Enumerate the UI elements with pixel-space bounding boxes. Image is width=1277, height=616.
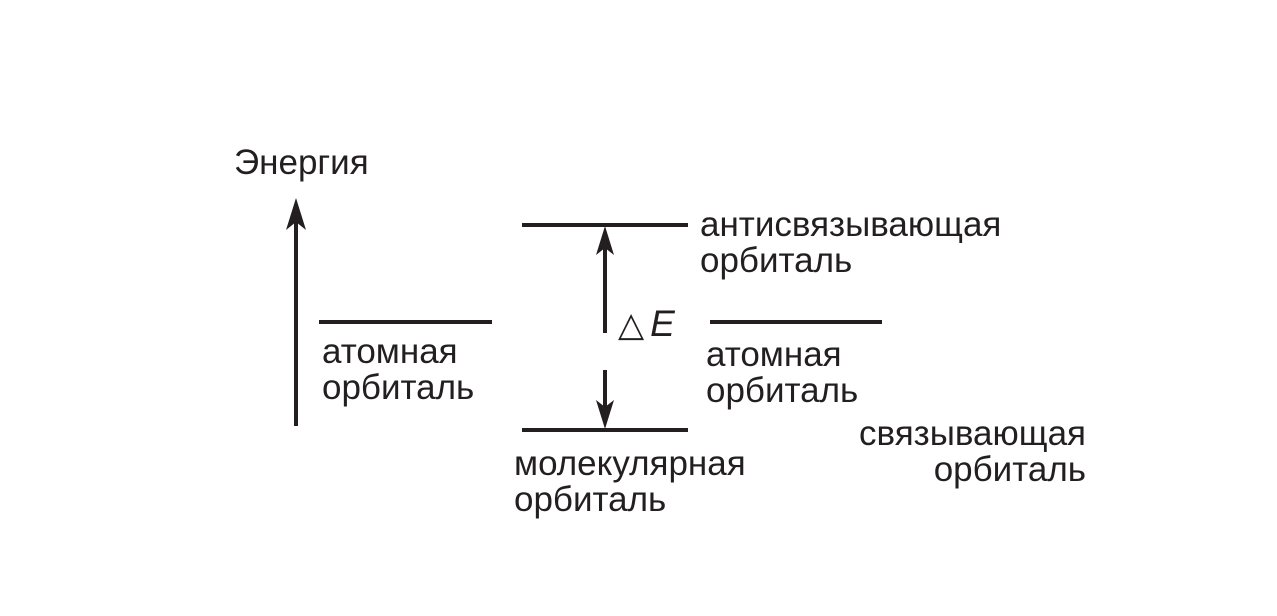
bonding-label-line1: связывающая (859, 414, 1086, 453)
antibonding-label-line2: орбиталь (700, 241, 853, 280)
molecular-label-line1: молекулярная (514, 444, 746, 483)
energy-axis-arrow (286, 198, 306, 426)
molecular-label-line2: орбиталь (514, 480, 667, 519)
molecular-orbital-label: молекулярная орбиталь (514, 446, 746, 518)
atomic-right-label-line1: атомная (706, 335, 842, 374)
bonding-label-line2: орбиталь (933, 450, 1086, 489)
antibonding-label-line1: антисвязывающая (700, 205, 1002, 244)
energy-axis-arrowhead (286, 198, 306, 230)
delta-e-down-arrow (596, 370, 614, 429)
delta-e-label: △E (618, 303, 675, 345)
delta-e-down-arrowhead (596, 400, 614, 429)
delta-e-up-arrowhead (596, 226, 614, 255)
bonding-orbital-label: связывающая орбиталь (859, 416, 1086, 488)
energy-axis-label-text: Энергия (234, 143, 369, 182)
energy-axis-label: Энергия (234, 145, 369, 181)
atomic-left-label-line2: орбиталь (322, 368, 475, 407)
atomic-orbital-right-label: атомная орбиталь (706, 337, 858, 409)
delta-e-up-arrow (596, 226, 614, 333)
delta-symbol: △ (618, 306, 645, 344)
antibonding-orbital-label: антисвязывающая орбиталь (700, 207, 1001, 279)
atomic-orbital-left-label: атомная орбиталь (322, 334, 474, 406)
energy-variable: E (650, 303, 675, 344)
atomic-left-label-line1: атомная (322, 332, 458, 371)
atomic-right-label-line2: орбиталь (706, 371, 859, 410)
